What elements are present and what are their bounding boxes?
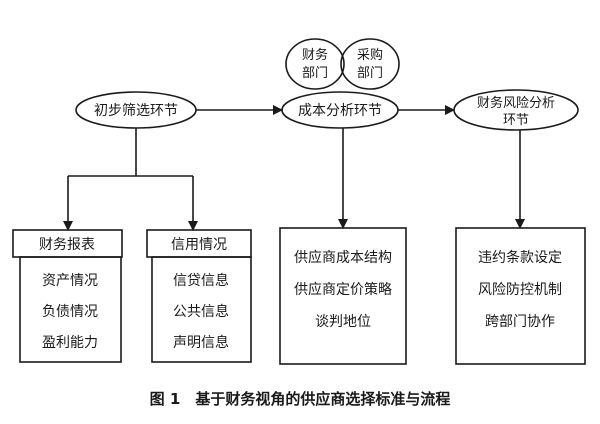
purchase-dept-label-line2: 部门: [357, 66, 383, 81]
financial-risk-label-line2: 环节: [503, 113, 529, 128]
financial-risk-label-line1: 财务风险分析: [477, 95, 555, 111]
credit-status-items-box: [151, 256, 252, 363]
financial-statements-item: 资产情况: [42, 273, 98, 289]
finance-dept-label-line2: 部门: [302, 66, 328, 81]
cost-factors-item: 谈判地位: [315, 314, 371, 330]
financial-statements-item: 负债情况: [42, 304, 98, 320]
credit-status-item: 声明信息: [173, 334, 229, 351]
purchase-dept-ellipse: [340, 38, 400, 90]
credit-status-item: 公共信息: [173, 303, 229, 320]
finance-dept-ellipse: [285, 38, 345, 90]
cost-factors-item: 供应商定价策略: [294, 281, 392, 298]
initial-screening-label: 初步筛选环节: [94, 102, 178, 119]
figure-caption: 图 1 基于财务视角的供应商选择标准与流程: [150, 390, 451, 408]
purchase-dept-label-line1: 采购: [357, 47, 383, 63]
cost-factors-item: 供应商成本结构: [294, 249, 392, 266]
credit-status-item: 信贷信息: [173, 272, 229, 289]
risk-factors-item: 风险防控机制: [478, 282, 562, 298]
financial-statements-item: 盈利能力: [42, 335, 98, 351]
finance-dept-label-line1: 财务: [302, 47, 328, 63]
risk-factors-item: 违约条款设定: [478, 249, 562, 266]
financial-statements-header: 财务报表: [39, 237, 95, 253]
risk-factors-item: 跨部门协作: [485, 314, 555, 330]
cost-analysis-label: 成本分析环节: [298, 103, 382, 119]
credit-status-header: 信用情况: [171, 237, 227, 253]
financial-statements-items-box: [19, 256, 122, 363]
